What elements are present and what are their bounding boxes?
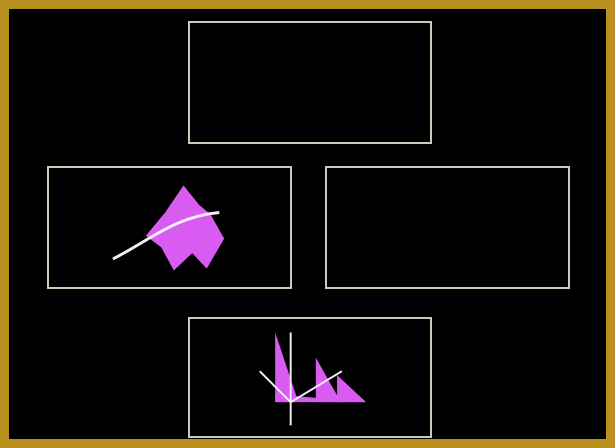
panel-middle-right[interactable] bbox=[325, 166, 570, 289]
panel-middle-left-figure bbox=[49, 168, 290, 287]
magenta-diamond-shape bbox=[146, 185, 224, 270]
panel-top[interactable] bbox=[188, 21, 432, 144]
panel-bottom[interactable] bbox=[188, 317, 432, 438]
panel-bottom-figure bbox=[190, 319, 430, 436]
magenta-tall-triangle bbox=[275, 333, 298, 403]
magenta-small-triangle bbox=[337, 375, 366, 402]
panel-middle-left[interactable] bbox=[47, 166, 292, 289]
